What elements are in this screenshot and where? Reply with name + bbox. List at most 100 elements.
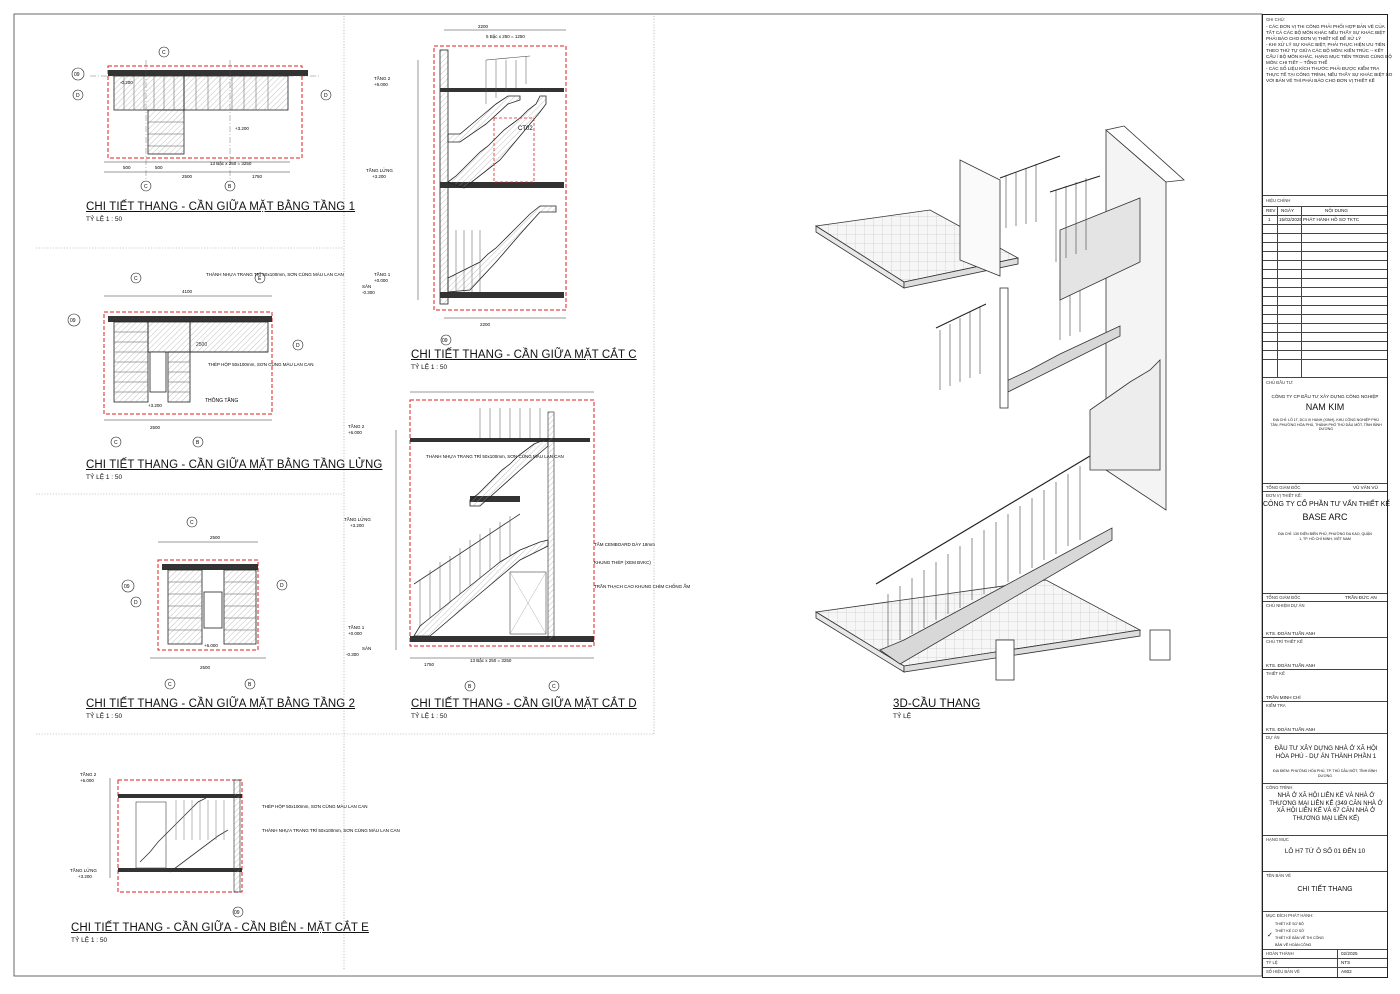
svg-text:TẦNG 1: TẦNG 1 — [374, 271, 391, 277]
svg-text:5 Bậc x 250 = 1250: 5 Bậc x 250 = 1250 — [486, 34, 525, 39]
svg-text:-0.200: -0.200 — [120, 80, 133, 85]
svg-text:+3.200: +3.200 — [372, 174, 386, 179]
svg-text:2500: 2500 — [200, 665, 211, 670]
svg-text:C: C — [134, 276, 138, 282]
svg-text:TẦNG 2: TẦNG 2 — [374, 75, 391, 81]
note-line: - KHI XỬ LÝ SỰ KHÁC BIỆT, PHẢI THỰC HIỆN… — [1266, 42, 1386, 47]
note-line: - CÁC SỐ LIỆU KÍCH THƯỚC PHẢI ĐƯỢC KIỂM … — [1266, 66, 1380, 71]
svg-text:+3.200: +3.200 — [235, 126, 249, 131]
pm-name: KTS. ĐOÀN TUẤN ANH — [1266, 631, 1316, 636]
svg-text:TẦNG LỬNG: TẦNG LỬNG — [344, 516, 371, 522]
panel-title-section-d: CHI TIẾT THANG - CẦN GIỮA MẶT CẮT D — [411, 698, 637, 710]
svg-text:2500: 2500 — [150, 425, 161, 430]
svg-text:-0.300: -0.300 — [346, 652, 359, 657]
svg-text:THÀNH NHỰA TRANG TRÍ 50x100mm,: THÀNH NHỰA TRANG TRÍ 50x100mm, SƠN CÙNG … — [262, 827, 400, 833]
svg-text:C: C — [552, 684, 556, 690]
svg-text:+3.200: +3.200 — [350, 523, 364, 528]
svg-text:500: 500 — [123, 165, 131, 170]
svg-text:E: E — [258, 276, 262, 282]
svg-text:2200: 2200 — [480, 322, 491, 327]
panel-title-mezzanine: CHI TIẾT THANG - CẦN GIỮA MẶT BẰNG TẦNG … — [86, 459, 383, 471]
rev-col: NGÀY — [1281, 208, 1295, 213]
note-line: TẤT CẢ CÁC BỘ MÔN KHÁC NẾU THẤY SỰ KHÁC … — [1266, 30, 1386, 35]
complete-label: HOÀN THÀNH — [1266, 951, 1294, 956]
svg-text:THÔNG TẦNG: THÔNG TẦNG — [205, 397, 238, 404]
number-value: A602 — [1341, 969, 1352, 974]
pm-label: CHỦ NHIỆM DỰ ÁN — [1266, 603, 1305, 608]
project-address: ĐỊA ĐIỂM: PHƯỜNG HÒA PHÚ, TP. THỦ DẦU MỘ… — [1273, 769, 1377, 778]
purpose-item: THIẾT KẾ CƠ SỞ — [1275, 929, 1305, 933]
section-e: TẦNG 2 +6.000 TẦNG LỬNG +3.200 THÉP HỘP … — [70, 771, 400, 918]
plan-level-2: +6.000 2500 2500 09 C C B D D — [121, 516, 288, 690]
svg-text:+6.000: +6.000 — [348, 430, 362, 435]
designer-address: ĐỊA CHỈ: 130 ĐIỆN BIÊN PHỦ, PHƯỜNG ĐA KA… — [1278, 532, 1372, 541]
svg-text:2500: 2500 — [196, 342, 207, 348]
rev-col: REV — [1266, 208, 1276, 213]
svg-text:TRẦN THẠCH CAO KHUNG CHÌM CHỐN: TRẦN THẠCH CAO KHUNG CHÌM CHỐNG ẨM — [594, 583, 690, 589]
purpose-item: THIẾT KẾ SƠ BỘ — [1275, 922, 1304, 926]
design-label: THIẾT KẾ — [1266, 671, 1285, 676]
svg-text:D: D — [134, 600, 138, 606]
project-label: DỰ ÁN — [1266, 735, 1280, 740]
svg-text:+0.000: +0.000 — [374, 278, 388, 283]
svg-text:C: C — [144, 184, 148, 190]
designer-name: BASE ARC — [1302, 512, 1348, 522]
note-line: THỰC TẾ TẠI CÔNG TRÌNH, NẾU THẤY SỰ KHÁC… — [1266, 72, 1393, 77]
svg-text:TẤM CEMBOARD DÀY 18mm: TẤM CEMBOARD DÀY 18mm — [594, 541, 655, 547]
svg-text:TẦNG LỬNG: TẦNG LỬNG — [366, 167, 393, 173]
panel-scale-mezzanine: TỶ LỆ 1 : 50 — [86, 474, 123, 481]
revision-label: HIỆU CHỈNH — [1266, 198, 1291, 203]
section-c: CT02 TẦNG 2 +6.000 TẦNG LỬNG +3.200 TẦNG… — [362, 24, 567, 346]
svg-text:THÀNH NHỰA TRANG TRÍ 50x100mm,: THÀNH NHỰA TRANG TRÍ 50x100mm, SƠN CÙNG … — [206, 271, 344, 277]
svg-text:500: 500 — [155, 165, 163, 170]
panel-scale-section-e: TỶ LỆ 1 : 50 — [71, 937, 108, 944]
item-name: LÔ H7 TỪ Ô SỐ 01 ĐẾN 10 — [1284, 848, 1366, 855]
panel-title-section-e: CHI TIẾT THANG - CẦN GIỮA - CẦN BIÊN - M… — [71, 922, 369, 934]
svg-text:C: C — [168, 682, 172, 688]
svg-text:D: D — [324, 93, 328, 99]
panel-scale-section-c: TỶ LỆ 1 : 50 — [411, 364, 448, 371]
panel-scale-level-1: TỶ LỆ 1 : 50 — [86, 216, 123, 223]
director2-label: TỔNG GIÁM ĐỐC — [1266, 595, 1301, 600]
director2-name: TRẦN ĐỨC AN — [1345, 595, 1377, 600]
investor-name: NAM KIM — [1305, 402, 1345, 412]
plan-level-mezzanine: 2500 THÔNG TẦNG +3.200 THÀNH NHỰA TRANG … — [67, 271, 344, 448]
drawing-name: CHI TIẾT THANG — [1297, 886, 1353, 893]
panel-title-section-c: CHI TIẾT THANG - CẦN GIỮA MẶT CẮT C — [411, 349, 637, 361]
svg-text:D: D — [76, 93, 80, 99]
svg-text:13 Bậc x 250 = 3250: 13 Bậc x 250 = 3250 — [210, 161, 252, 166]
svg-text:SÂN: SÂN — [362, 283, 371, 289]
investor-company: CÔNG TY CP ĐẦU TƯ XÂY DỰNG CÔNG NGHIỆP — [1271, 394, 1379, 399]
panel-scale-3d: TỶ LỆ — [893, 713, 912, 720]
svg-text:THÉP HỘP 50x100mm, SƠN CÙNG MÀ: THÉP HỘP 50x100mm, SƠN CÙNG MÀU LAN CAN — [262, 803, 367, 809]
svg-text:B: B — [196, 440, 200, 446]
lead-label: CHỦ TRÌ THIẾT KẾ — [1266, 639, 1303, 644]
panel-scale-level-2: TỶ LỆ 1 : 50 — [86, 713, 123, 720]
svg-text:+3.200: +3.200 — [78, 874, 92, 879]
svg-text:+6.000: +6.000 — [374, 82, 388, 87]
svg-text:THÀNH NHỰA TRANG TRÍ 50x100mm,: THÀNH NHỰA TRANG TRÍ 50x100mm, SƠN CÙNG … — [426, 453, 564, 459]
item-label: HẠNG MỤC — [1266, 837, 1289, 842]
svg-text:TẦNG 2: TẦNG 2 — [80, 771, 97, 777]
work-name: NHÀ Ở XÃ HỘI LIÊN KẾ VÀ NHÀ Ở THƯƠNG MẠI… — [1269, 793, 1383, 822]
svg-text:D: D — [280, 583, 284, 589]
svg-text:TẦNG 1: TẦNG 1 — [348, 624, 365, 630]
svg-text:B: B — [248, 682, 252, 688]
purpose-item: BẢN VẼ HOÀN CÔNG — [1275, 943, 1312, 947]
svg-text:+0.000: +0.000 — [348, 631, 362, 636]
svg-text:1750: 1750 — [252, 174, 263, 179]
notes-label: GHI CHÚ: — [1266, 17, 1285, 22]
svg-text:SÂN: SÂN — [362, 645, 371, 651]
svg-text:2500: 2500 — [182, 174, 193, 179]
complete-value: 02/2025 — [1341, 951, 1358, 956]
svg-text:1750: 1750 — [424, 662, 435, 667]
svg-text:09: 09 — [124, 584, 130, 590]
rev-col: NỘI DUNG — [1325, 208, 1348, 213]
investor-label: CHỦ ĐẦU TƯ: — [1266, 380, 1294, 385]
panel-scale-section-d: TỶ LỆ 1 : 50 — [411, 713, 448, 720]
scale-label: TỶ LỆ — [1266, 960, 1278, 965]
svg-text:B: B — [228, 184, 232, 190]
svg-text:TẦNG 2: TẦNG 2 — [348, 423, 365, 429]
